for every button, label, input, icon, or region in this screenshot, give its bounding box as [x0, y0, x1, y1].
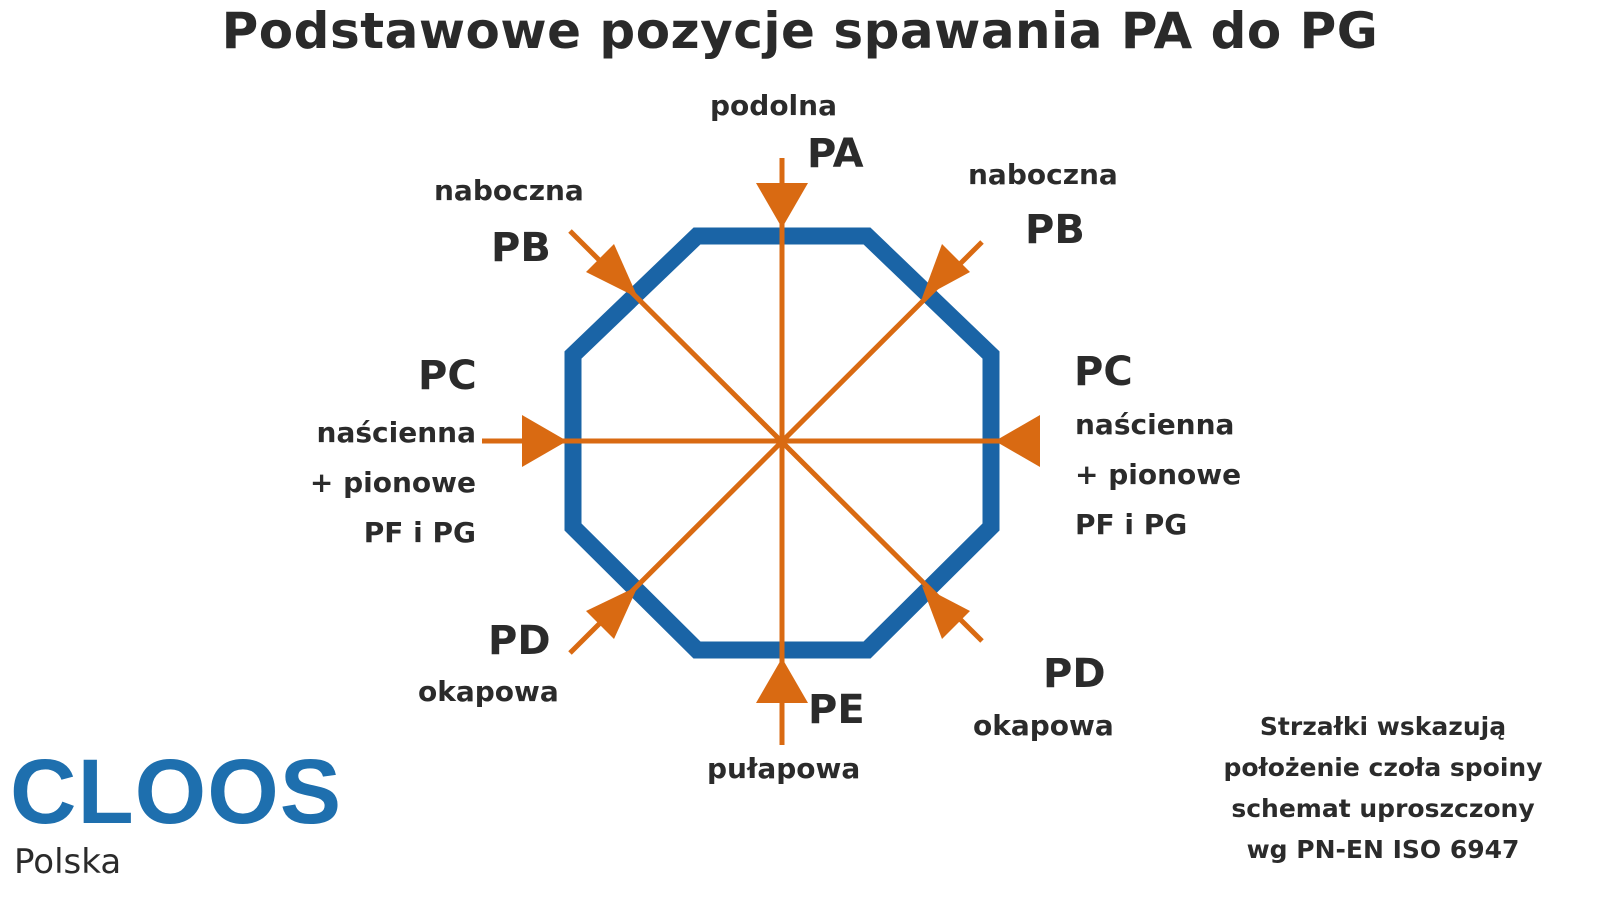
arrowheads [522, 183, 1040, 703]
note-line-4: wg PN-EN ISO 6947 [1246, 835, 1520, 864]
label-pc-right-code: PC [1074, 349, 1133, 395]
arrow-pd-left [586, 586, 638, 639]
label-pc-left-code: PC [418, 353, 477, 399]
label-pd-left-name: okapowa [418, 675, 559, 708]
axis-lines [482, 158, 1040, 745]
label-pe-code: PE [808, 687, 865, 733]
arrow-pb-left [586, 244, 638, 298]
note-line-2: położenie czoła spoiny [1223, 753, 1543, 782]
label-pd-right-name: okapowa [973, 709, 1114, 742]
label-pc-left-line3: PF i PG [363, 516, 476, 549]
page-title: Podstawowe pozycje spawania PA do PG [221, 2, 1379, 60]
arrow-pc-left [522, 415, 567, 467]
arrow-pe [756, 658, 808, 703]
label-pa-code: PA [807, 131, 864, 177]
label-pd-right-code: PD [1043, 651, 1106, 697]
label-pc-right-line2: + pionowe [1075, 458, 1242, 491]
logo-brand: CLOOS [10, 741, 343, 843]
cloos-logo: CLOOS Polska [10, 746, 342, 882]
legend-note: Strzałki wskazują położenie czoła spoiny… [1198, 706, 1568, 870]
label-pc-left-line2: + pionowe [309, 466, 476, 499]
arrow-pc-right [995, 415, 1040, 467]
label-pb-left-name: naboczna [434, 174, 584, 207]
label-pc-right-name: naścienna [1075, 408, 1235, 441]
note-line-1: Strzałki wskazują [1259, 712, 1507, 741]
logo-sub: Polska [14, 842, 122, 882]
label-pb-right-name: naboczna [968, 158, 1118, 191]
label-pd-left-code: PD [488, 618, 551, 664]
axis-diag-up [568, 240, 984, 655]
label-pe-name: pułapowa [707, 752, 861, 785]
label-pc-left-name: naścienna [316, 416, 476, 449]
label-pa-name: podolna [710, 89, 837, 122]
arrow-pd-right [922, 586, 970, 639]
label-pc-right-line3: PF i PG [1075, 508, 1188, 541]
note-line-3: schemat uproszczony [1231, 794, 1535, 823]
axis-diag-down [568, 229, 984, 643]
label-pb-left-code: PB [491, 225, 551, 271]
arrow-pb-right [922, 244, 970, 298]
arrow-pa [756, 183, 808, 228]
octagon-outline [564, 227, 1000, 659]
label-pb-right-code: PB [1025, 207, 1085, 253]
